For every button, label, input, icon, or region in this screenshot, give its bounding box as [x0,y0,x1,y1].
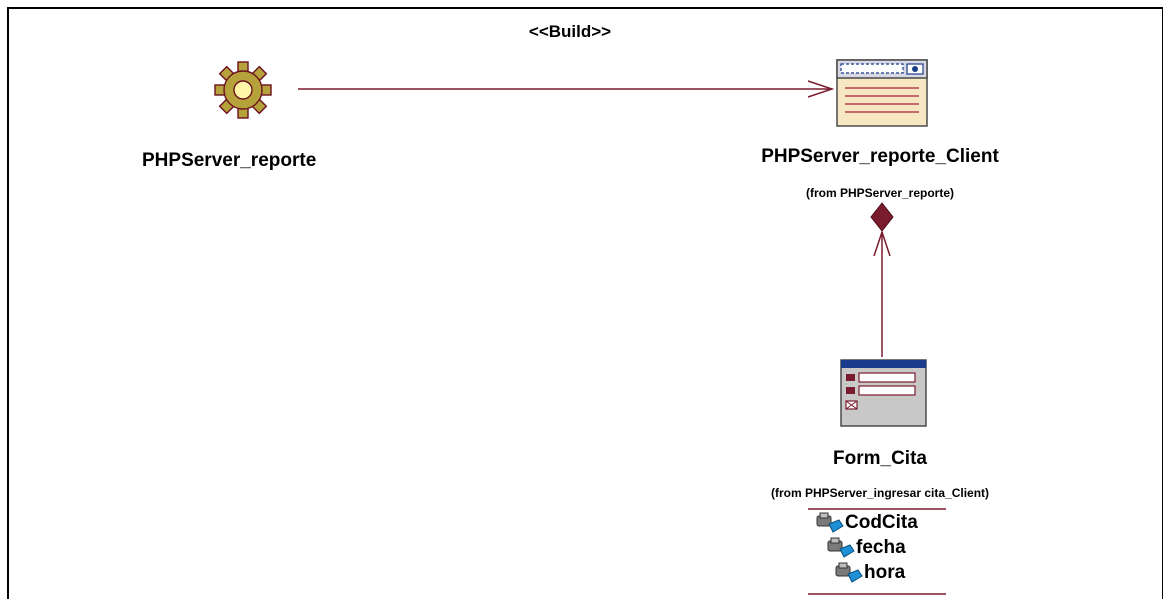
attribute-label: hora [864,562,906,583]
attribute-icon [835,562,863,583]
attribute-icon [827,537,855,558]
client-page-origin: (from PHPServer_reporte) [805,186,955,200]
composition-link [870,202,894,357]
form-origin: (from PHPServer_ingresar cita_Client) [770,486,990,500]
composition-diamond [870,202,894,232]
client-page-name[interactable]: PHPServer_reporte_Client [761,146,999,167]
attribute-label: CodCita [845,512,918,533]
gear-icon[interactable] [214,61,272,119]
client-page-icon[interactable] [836,59,928,127]
attribute-row[interactable]: CodCita [815,512,918,534]
dependency-arrow [298,80,835,98]
form-icon[interactable] [840,359,927,427]
attribute-icon [816,512,844,533]
attribute-row[interactable]: hora [834,562,905,584]
attribute-label: fecha [856,537,906,558]
stereotype-label: <<Build>> [528,22,612,41]
server-page-name[interactable]: PHPServer_reporte [142,150,317,171]
diagram-frame [7,7,1163,599]
form-name[interactable]: Form_Cita [833,448,927,469]
attribute-row[interactable]: fecha [826,537,906,559]
